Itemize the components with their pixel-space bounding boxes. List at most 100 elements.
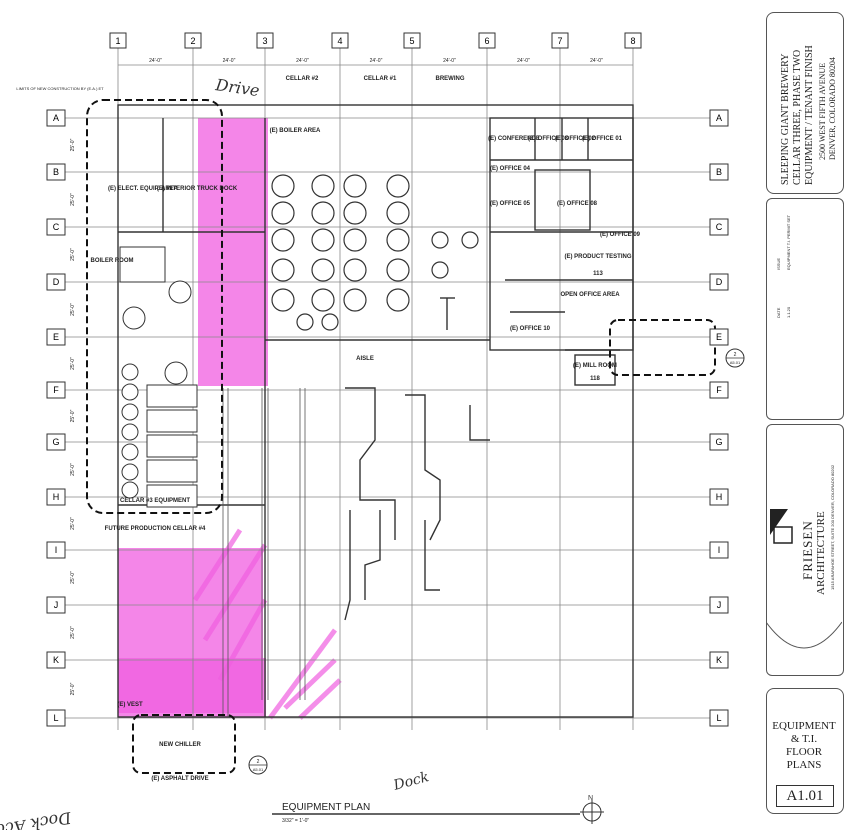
project-address-2: DENVER, COLORADO 80204 (828, 57, 837, 160)
firm-subtitle: ARCHITECTURE (815, 511, 827, 595)
tank-circle (271, 288, 295, 312)
row-bubble-E-left: E (46, 328, 66, 346)
plan-scale: 3/32" = 1'-0" (282, 818, 309, 824)
sheet-title-line-2: & T.I. (790, 733, 818, 745)
label-aisle: AISLE (356, 356, 374, 362)
row-bubble-G-right: G (709, 433, 729, 451)
label-office-09: (E) OFFICE 09 (600, 232, 641, 238)
section-tag-chiller-sheet: A5.01 (253, 767, 264, 772)
row-label: I (718, 545, 721, 555)
row-bubble-A-right: A (709, 109, 729, 127)
sheet-title-line-4: PLANS (786, 759, 822, 771)
tank-circle (461, 231, 479, 249)
handwriting-drive: Drive (213, 75, 260, 100)
label-mill-room: (E) MILL ROOM (573, 363, 617, 369)
label-cellar3-equipment: CELLAR #3 EQUIPMENT (120, 498, 190, 504)
tank-circle (271, 258, 295, 282)
row-label: J (717, 600, 722, 610)
row-label: F (716, 385, 722, 395)
row-bubble-J-right: J (709, 596, 729, 614)
row-bubble-C-right: C (709, 218, 729, 236)
row-bubble-D-right: D (709, 273, 729, 291)
section-tag-e[interactable]: 2 A5.01 (725, 348, 745, 368)
column-label: 6 (484, 36, 489, 46)
issue-date: 1.1.20 (786, 306, 791, 318)
firm-logo-icon (770, 509, 793, 544)
tank-circle (386, 228, 410, 252)
label-office-08: (E) OFFICE 08 (557, 201, 598, 207)
row-label: B (53, 167, 59, 177)
row-bubble-B-right: B (709, 163, 729, 181)
handwriting-dock: Dock (391, 769, 431, 794)
date-label: DATE (776, 307, 781, 318)
tank-circle (343, 258, 367, 282)
column-bubble-5: 5 (403, 32, 421, 49)
tank-circle (343, 288, 367, 312)
label-conference: (E) CONFERENCE (488, 136, 540, 142)
row-bubble-I-right: I (709, 541, 729, 559)
construction-limit-lines (86, 99, 716, 774)
label-office-10: (E) OFFICE 10 (510, 326, 551, 332)
row-bubble-B-left: B (46, 163, 66, 181)
tank-circle (343, 174, 367, 198)
column-bubble-1: 1 (109, 32, 127, 49)
tank-circle (343, 228, 367, 252)
cellar3-equipment-racks (119, 246, 198, 508)
tank-circle (311, 258, 335, 282)
project-name: SLEEPING GIANT BREWERY (780, 53, 791, 185)
tank-circle (311, 174, 335, 198)
label-office-01: (E) OFFICE 01 (582, 136, 623, 142)
column-bubble-4: 4 (331, 32, 349, 49)
label-truck-dock: (E) INTERIOR TRUCK DOCK (157, 186, 238, 192)
fermentation-tanks (271, 174, 479, 331)
tank-circle (343, 201, 367, 225)
column-label: 5 (409, 36, 414, 46)
column-bubble-7: 7 (551, 32, 569, 49)
tank-circle (386, 258, 410, 282)
row-label: B (716, 167, 722, 177)
tank-circle (321, 313, 339, 331)
row-bubble-G-left: G (46, 433, 66, 451)
project-phase: CELLAR THREE, PHASE TWO (792, 49, 803, 185)
row-bubble-J-left: J (46, 596, 66, 614)
tank-circle (311, 228, 335, 252)
highlight-truck-dock (198, 118, 268, 386)
row-dimension: 25'-0" (70, 571, 76, 584)
tank-circle (271, 228, 295, 252)
section-tag-chiller[interactable]: 2 A5.01 (248, 755, 268, 775)
row-label: I (55, 545, 58, 555)
row-dimension: 25'-0" (70, 193, 76, 206)
project-title-box (766, 12, 844, 194)
row-bubble-H-right: H (709, 488, 729, 506)
row-dimension: 25'-0" (70, 248, 76, 261)
tank-circle (271, 174, 295, 198)
row-label: A (716, 113, 722, 123)
column-label: 4 (337, 36, 342, 46)
row-label: J (54, 600, 59, 610)
tank-circle (271, 201, 295, 225)
svg-text:N: N (588, 795, 593, 802)
issue-text: EQUIPMENT T.I. PERMIT SET (786, 214, 791, 270)
label-office-04: (E) OFFICE 04 (490, 166, 531, 172)
label-mill-room-number: 118 (590, 376, 600, 382)
row-bubble-K-right: K (709, 651, 729, 669)
tank-circle (311, 201, 335, 225)
plan-title: EQUIPMENT PLAN (282, 802, 370, 813)
highlight-strip-lower (118, 658, 266, 718)
row-label: K (53, 655, 59, 665)
column-dimension: 24'-0" (223, 58, 236, 64)
column-bubble-3: 3 (256, 32, 274, 49)
row-label: L (716, 713, 721, 723)
row-bubble-I-left: I (46, 541, 66, 559)
piping-runs (344, 297, 490, 621)
sheet-title-line-1: EQUIPMENT (772, 720, 836, 732)
sheet-box (766, 688, 844, 814)
dimension-strings: 24'-0"24'-0"24'-0"24'-0"24'-0"24'-0"24'-… (70, 58, 603, 695)
handwriting-dock-access: Dock Access (0, 808, 74, 830)
column-dimension: 24'-0" (370, 58, 383, 64)
sheet-title-line-3: FLOOR (785, 746, 823, 758)
column-dimension: 24'-0" (590, 58, 603, 64)
row-label: D (716, 277, 723, 287)
row-bubble-K-left: K (46, 651, 66, 669)
